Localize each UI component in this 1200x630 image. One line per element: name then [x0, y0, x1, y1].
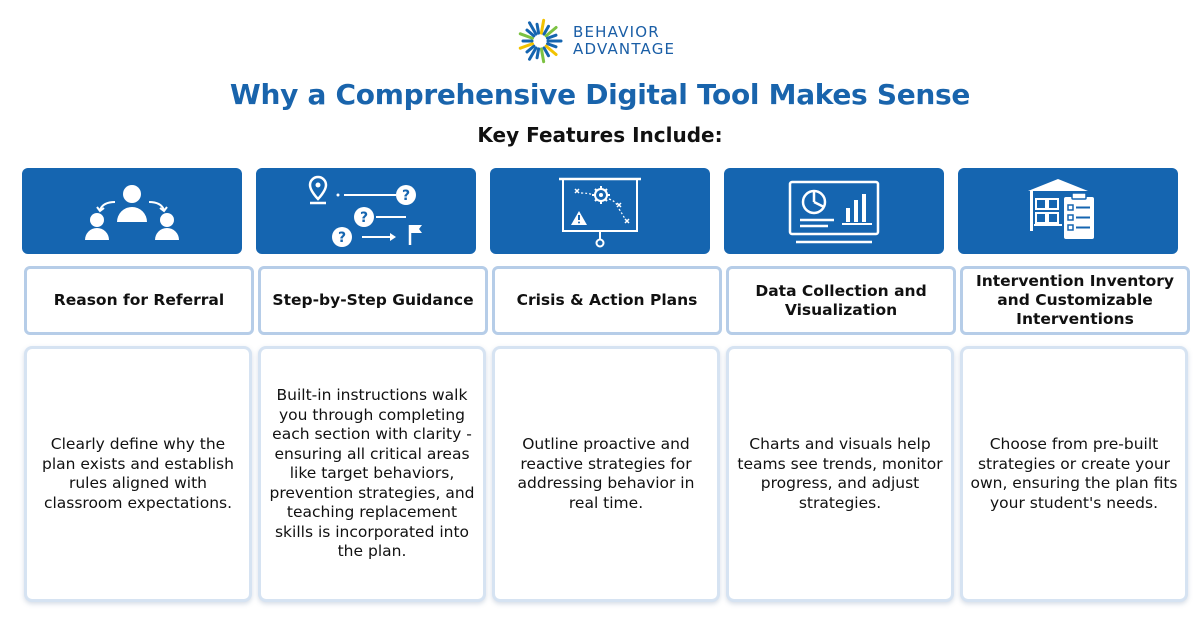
feature-description-text: Built-in instructions walk you through c… — [269, 386, 475, 561]
brand-burst-icon — [518, 18, 563, 64]
feature-description-text: Clearly define why the plan exists and e… — [42, 435, 234, 512]
brand-name: BEHAVIOR ADVANTAGE — [573, 24, 675, 58]
feature-label: Step-by-Step Guidance — [258, 266, 488, 335]
feature-icon-panel — [490, 168, 710, 254]
brand-burst-ray — [546, 42, 558, 49]
feature-description-text: Choose from pre-built strategies or crea… — [970, 435, 1178, 512]
chart-monitor-icon — [788, 180, 880, 244]
feature-description: Outline proactive and reactive strategie… — [492, 346, 720, 602]
warehouse-checklist-icon — [1028, 179, 1094, 239]
page-subtitle: Key Features Include: — [477, 123, 723, 147]
brand-burst-ray — [525, 44, 536, 54]
brand-burst-ray — [528, 21, 538, 36]
feature-icon-panel — [958, 168, 1178, 254]
feature-description-text: Charts and visuals help teams see trends… — [737, 435, 943, 512]
feature-description-text: Outline proactive and reactive strategie… — [517, 435, 695, 512]
feature-description: Choose from pre-built strategies or crea… — [960, 346, 1188, 602]
brand-burst-ray — [539, 18, 546, 35]
feature-icon-panel — [724, 168, 944, 254]
brand-line-2: ADVANTAGE — [573, 40, 676, 58]
feature-label-text: Data Collection and Visualization — [755, 281, 927, 319]
brand-burst-ray — [544, 26, 558, 38]
brand-burst-ray — [542, 24, 550, 36]
page-title: Why a Comprehensive Digital Tool Makes S… — [229, 78, 971, 111]
brand-burst-ray — [518, 32, 534, 40]
svg-text:?: ? — [360, 210, 368, 226]
brand-burst-ray — [535, 22, 541, 35]
feature-description: Built-in instructions walk you through c… — [258, 346, 486, 602]
people-referral-icon — [85, 185, 179, 240]
brand-burst-ray — [518, 42, 534, 50]
strategy-board-icon — [559, 177, 641, 248]
feature-label: Intervention Inventory and Customizable … — [960, 266, 1190, 335]
feature-label-text: Crisis & Action Plans — [516, 291, 698, 309]
feature-label: Reason for Referral — [24, 266, 254, 335]
feature-icon-panel — [22, 168, 242, 254]
brand-logo: BEHAVIOR ADVANTAGE — [517, 15, 675, 67]
brand-burst-ray — [535, 47, 541, 60]
brand-burst-ray — [544, 44, 558, 56]
brand-burst-ray — [539, 47, 546, 64]
feature-label-text: Step-by-Step Guidance — [272, 291, 474, 309]
feature-label: Crisis & Action Plans — [492, 266, 722, 335]
feature-label-text: Intervention Inventory and Customizable … — [975, 272, 1175, 328]
svg-text:?: ? — [338, 230, 346, 246]
feature-label: Data Collection and Visualization — [726, 266, 956, 335]
feature-description: Charts and visuals help teams see trends… — [726, 346, 954, 602]
brand-burst-ray — [528, 46, 538, 61]
roadmap-guidance-icon: ? ? ? — [308, 175, 422, 247]
brand-burst-ray — [546, 33, 558, 40]
feature-description: Clearly define why the plan exists and e… — [24, 346, 252, 602]
brand-burst-ray — [525, 28, 536, 38]
brand-line-1: BEHAVIOR — [573, 23, 660, 41]
brand-burst-ray — [542, 46, 550, 58]
feature-icon-panel: ? ? ? — [256, 168, 476, 254]
feature-label-text: Reason for Referral — [53, 291, 225, 309]
svg-text:?: ? — [402, 188, 410, 204]
